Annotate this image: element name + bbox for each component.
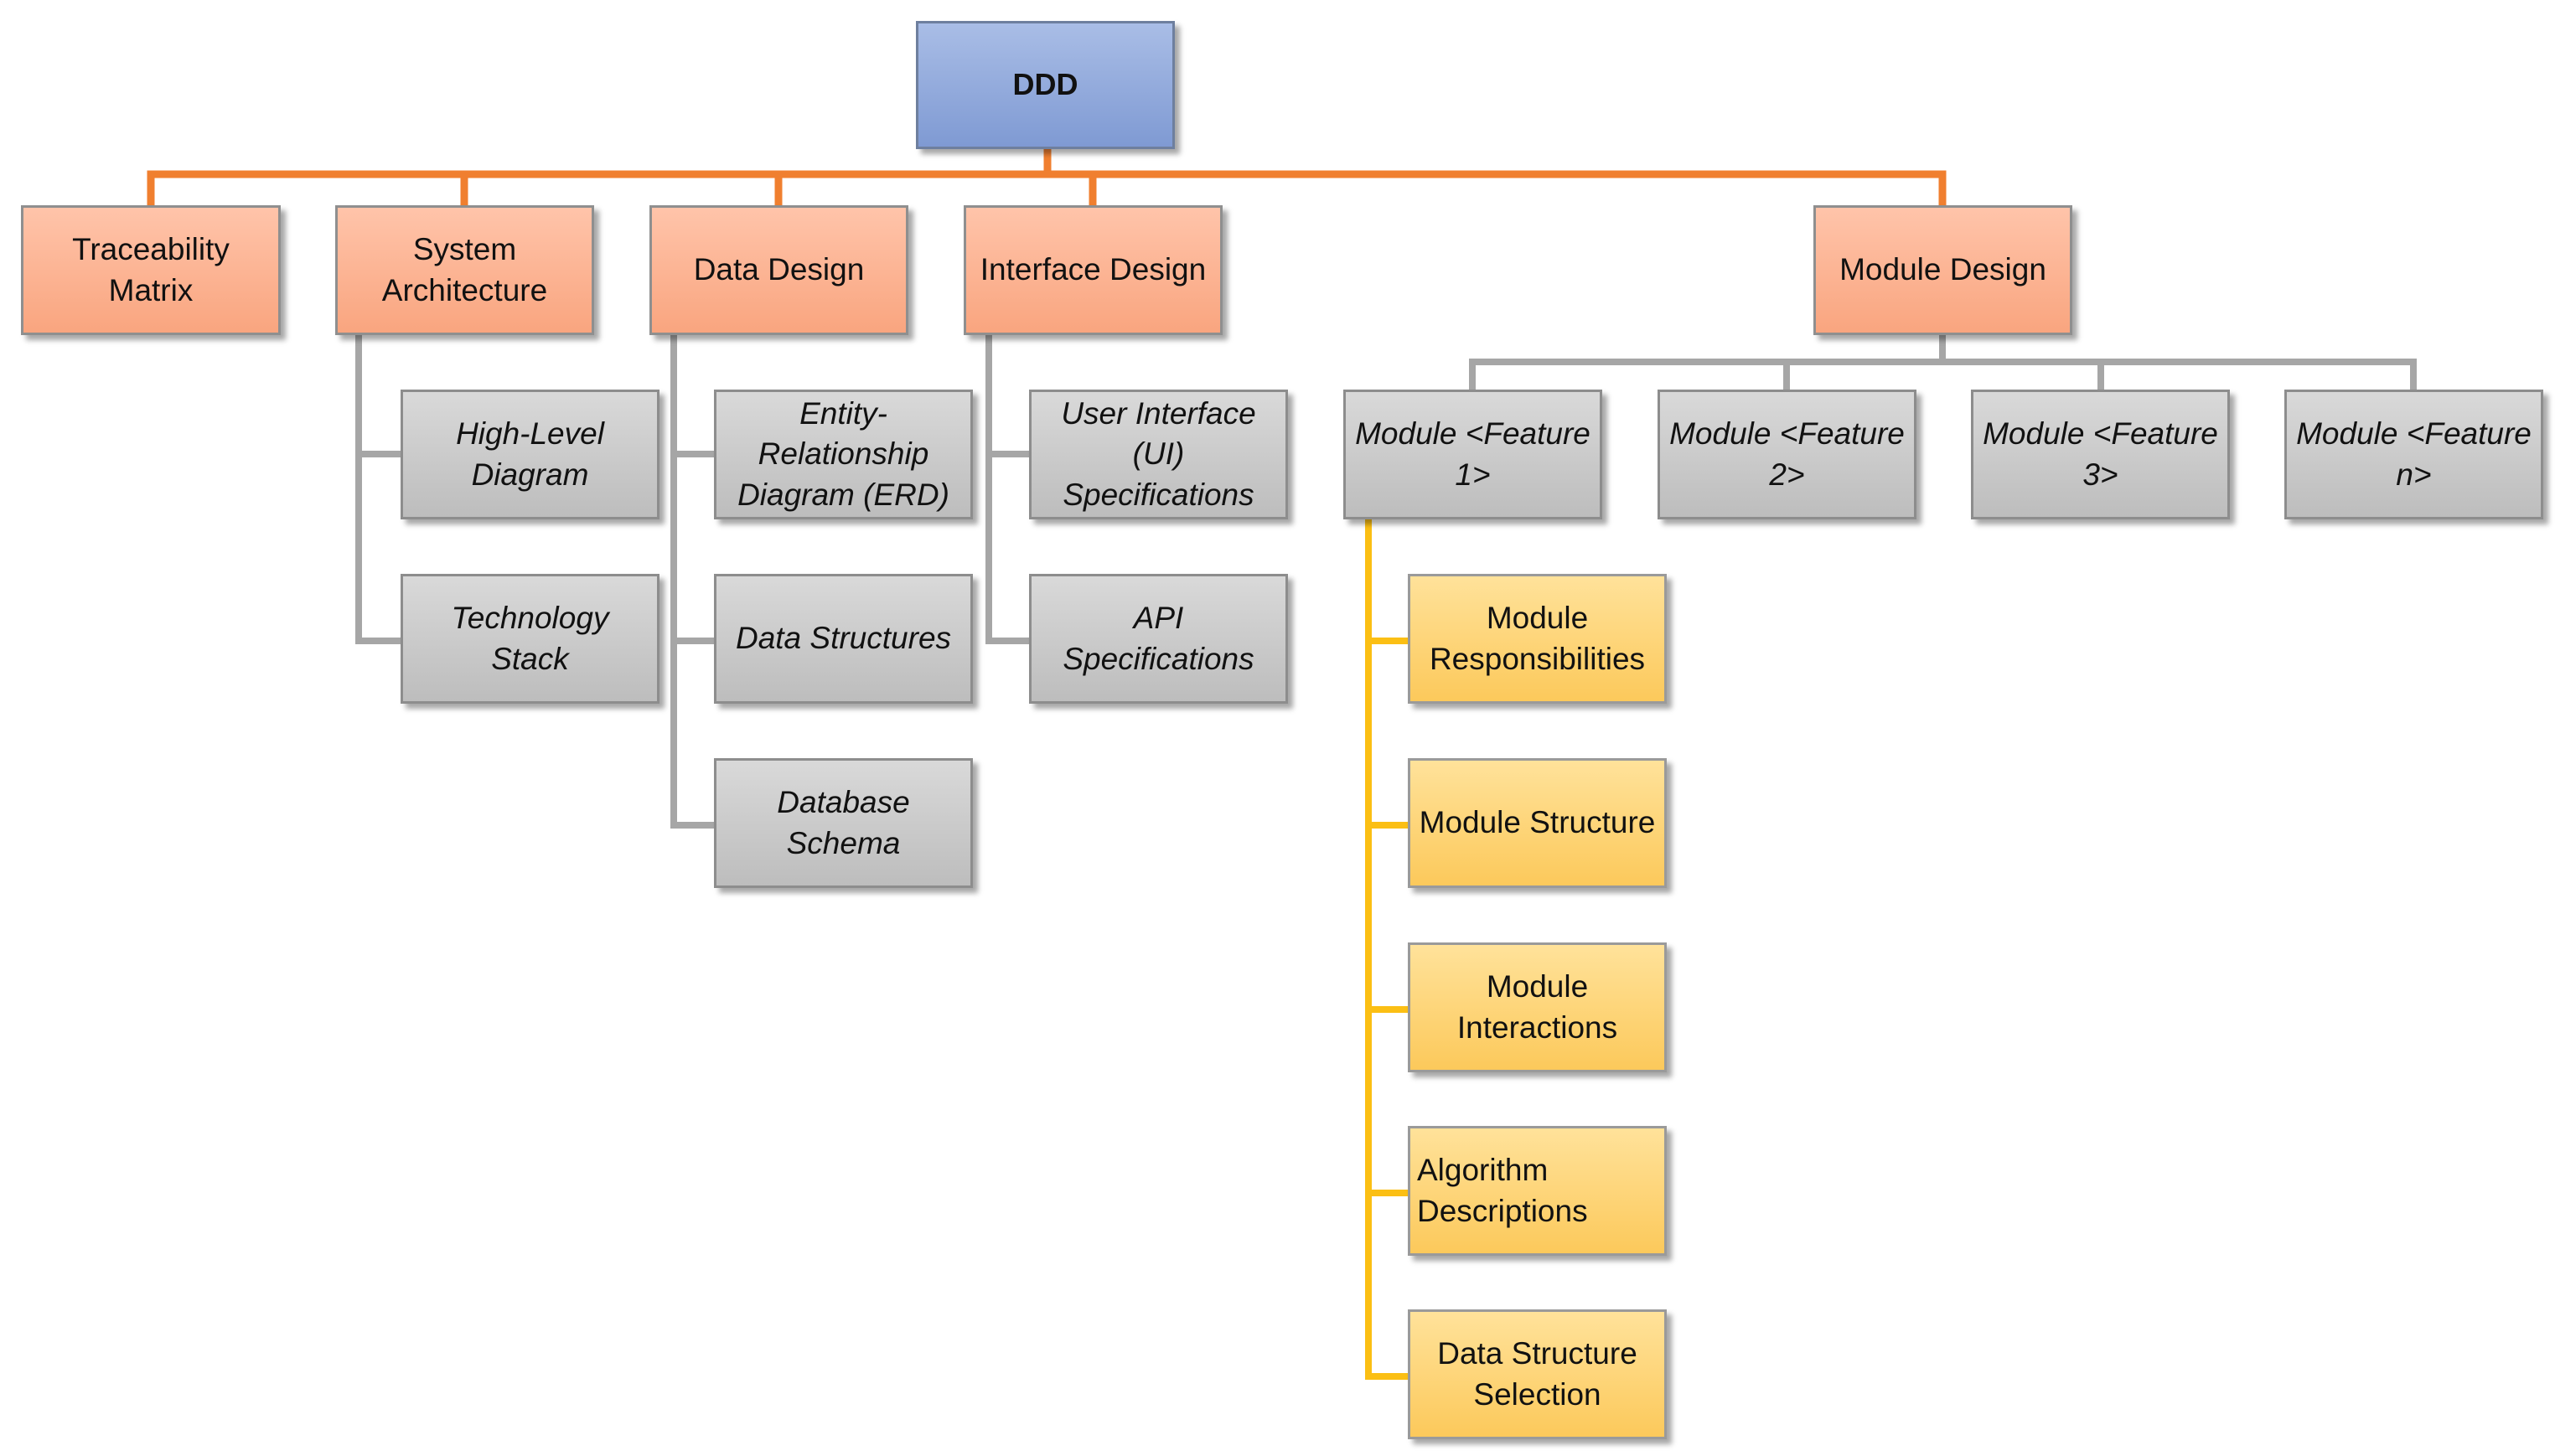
node-traceability-matrix: Traceability Matrix — [21, 205, 281, 335]
node-algorithm-descriptions: Algorithm Descriptions — [1408, 1126, 1667, 1256]
node-high-level-diagram: High-Level Diagram — [401, 390, 659, 519]
node-module-feature-n: Module <Feature n> — [2284, 390, 2543, 519]
node-module-feature-2: Module <Feature 2> — [1658, 390, 1916, 519]
node-ui-specifications: User Interface (UI) Specifications — [1029, 390, 1288, 519]
node-technology-stack: Technology Stack — [401, 574, 659, 704]
node-module-responsibilities: Module Responsibilities — [1408, 574, 1667, 704]
node-database-schema: Database Schema — [714, 758, 973, 888]
node-interface-design: Interface Design — [964, 205, 1223, 335]
node-module-feature-3: Module <Feature 3> — [1971, 390, 2230, 519]
node-erd: Entity- Relationship Diagram (ERD) — [714, 390, 973, 519]
node-module-design: Module Design — [1813, 205, 2072, 335]
node-api-specifications: API Specifications — [1029, 574, 1288, 704]
node-module-interactions: Module Interactions — [1408, 942, 1667, 1072]
node-data-design: Data Design — [649, 205, 908, 335]
root-node-ddd: DDD — [916, 21, 1175, 149]
node-data-structure-selection: Data Structure Selection — [1408, 1309, 1667, 1439]
node-module-structure: Module Structure — [1408, 758, 1667, 888]
node-data-structures: Data Structures — [714, 574, 973, 704]
node-system-architecture: System Architecture — [335, 205, 594, 335]
node-module-feature-1: Module <Feature 1> — [1343, 390, 1602, 519]
